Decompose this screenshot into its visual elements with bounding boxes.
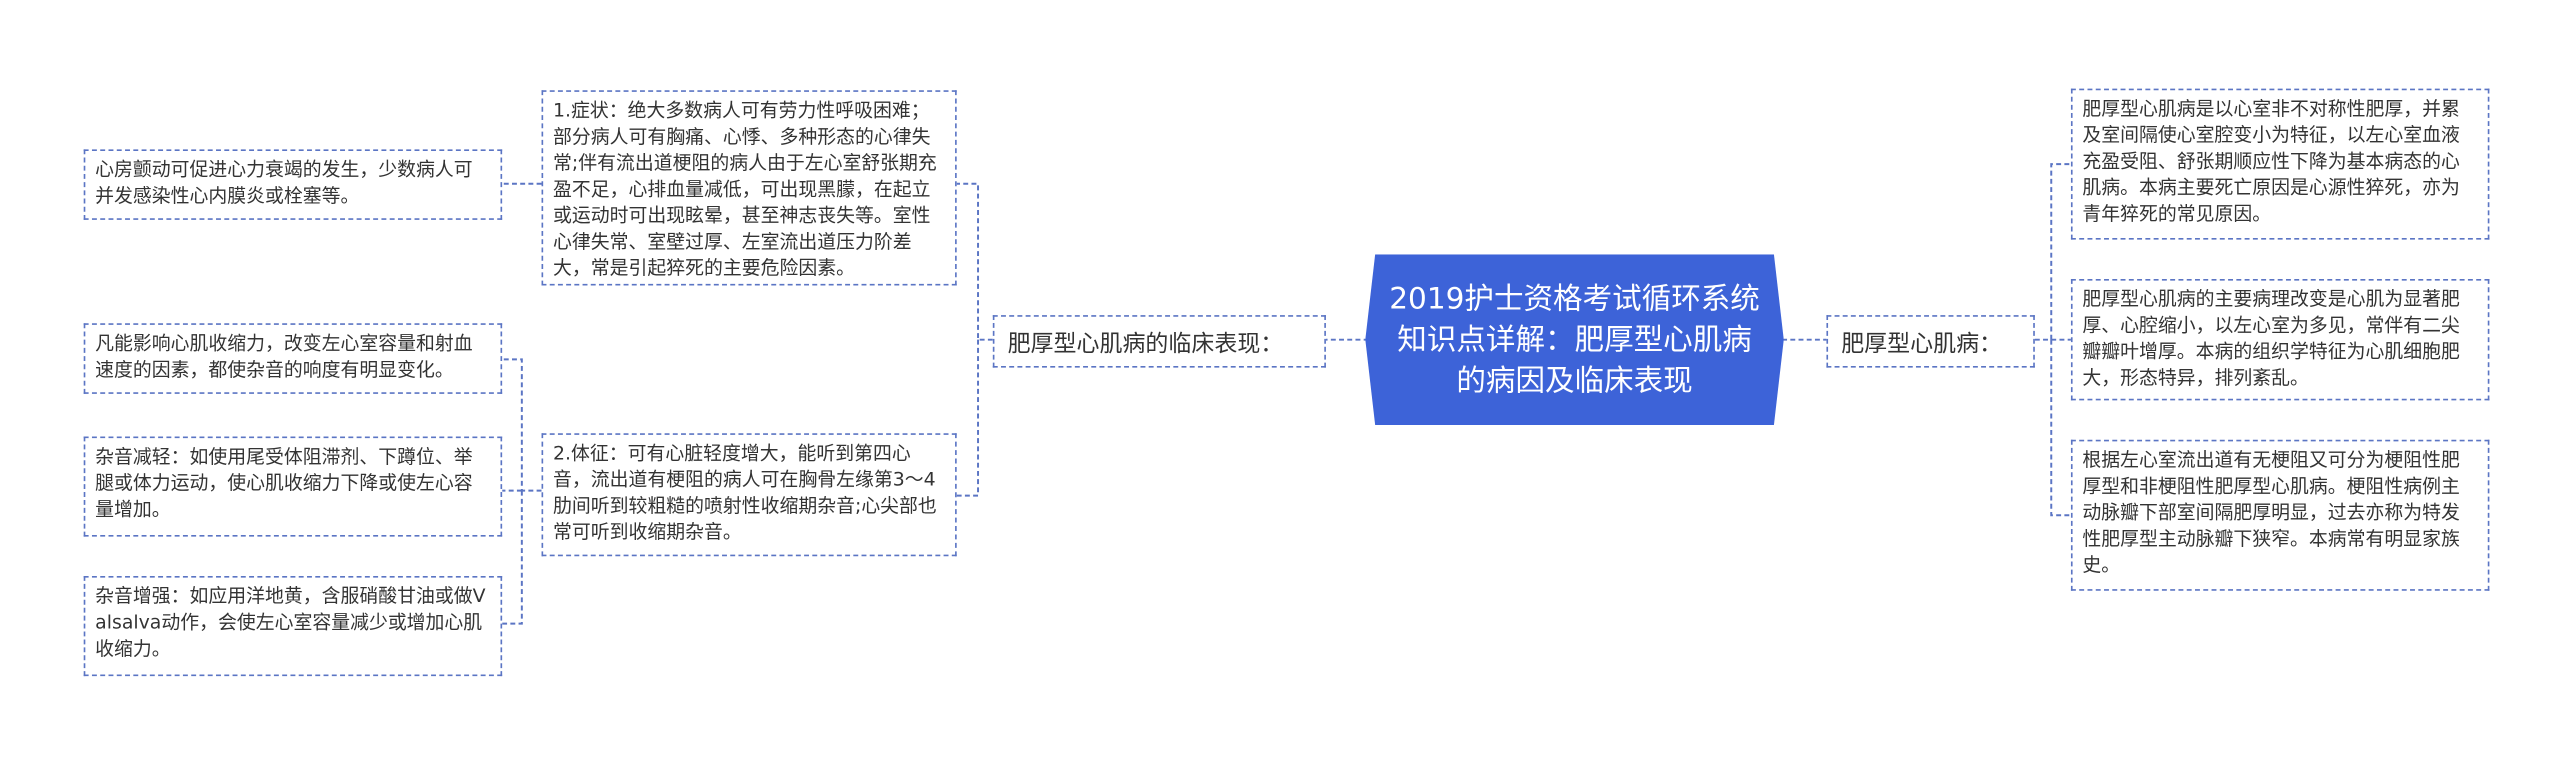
branch-label: 肥厚型心肌病的临床表现： (1007, 331, 1284, 358)
node-murmur-increase[interactable]: 杂音增强：如应用洋地黄，含服硝酸甘油或做Valsalva动作，会使左心室容量减少… (83, 575, 503, 677)
root-title: 2019护士资格考试循环系统知识点详解：肥厚型心肌病的病因及临床表现 (1389, 281, 1760, 398)
node-text: 凡能影响心肌收缩力，改变左心室容量和射血速度的因素，都使杂音的响度有明显变化。 (95, 331, 473, 381)
node-murmur-factors[interactable]: 凡能影响心肌收缩力，改变左心室容量和射血速度的因素，都使杂音的响度有明显变化。 (83, 323, 503, 394)
connector-signs (502, 358, 542, 625)
node-text: 1.症状：绝大多数病人可有劳力性呼吸困难；部分病人可有胸痛、心悸、多种形态的心律… (553, 98, 937, 279)
branch-label: 肥厚型心肌病： (1841, 331, 2003, 358)
branch-hcm-overview[interactable]: 肥厚型心肌病： (1826, 315, 2035, 368)
node-text: 肥厚型心肌病是以心室非不对称性肥厚，并累及室间隔使心室腔变小为特征，以左心室血液… (2082, 96, 2460, 225)
node-text: 根据左心室流出道有无梗阻又可分为梗阻性肥厚型和非梗阻性肥厚型心肌病。梗阻性病例主… (2082, 447, 2460, 576)
connector-left-branch (956, 182, 993, 497)
node-hcm-classification[interactable]: 根据左心室流出道有无梗阻又可分为梗阻性肥厚型和非梗阻性肥厚型心肌病。梗阻性病例主… (2070, 439, 2490, 591)
node-symptoms[interactable]: 1.症状：绝大多数病人可有劳力性呼吸困难；部分病人可有胸痛、心悸、多种形态的心律… (541, 90, 957, 286)
node-signs[interactable]: 2.体征：可有心脏轻度增大，能听到第四心音，流出道有梗阻的病人可在胸骨左缘第3～… (541, 433, 957, 557)
root-node[interactable]: 2019护士资格考试循环系统知识点详解：肥厚型心肌病的病因及临床表现 (1365, 254, 1784, 426)
node-text: 杂音减轻：如使用尾受体阻滞剂、下蹲位、举腿或体力运动，使心肌收缩力下降或使左心容… (95, 444, 473, 521)
node-text: 心房颤动可促进心力衰竭的发生，少数病人可并发感染性心内膜炎或栓塞等。 (95, 157, 473, 207)
node-atrial-fibrillation[interactable]: 心房颤动可促进心力衰竭的发生，少数病人可并发感染性心内膜炎或栓塞等。 (83, 149, 503, 220)
node-text: 杂音增强：如应用洋地黄，含服硝酸甘油或做Valsalva动作，会使左心室容量减少… (95, 584, 486, 660)
node-text: 2.体征：可有心脏轻度增大，能听到第四心音，流出道有梗阻的病人可在胸骨左缘第3～… (553, 441, 937, 544)
connector-right-branch (2034, 163, 2071, 517)
node-hcm-pathology[interactable]: 肥厚型心肌病的主要病理改变是心肌为显著肥厚、心腔缩小，以左心室为多见，常伴有二尖… (2070, 278, 2490, 401)
node-hcm-definition[interactable]: 肥厚型心肌病是以心室非不对称性肥厚，并累及室间隔使心室腔变小为特征，以左心室血液… (2070, 88, 2490, 240)
root-node-shape (1365, 254, 1784, 426)
branch-clinical-manifestations[interactable]: 肥厚型心肌病的临床表现： (992, 315, 1326, 368)
node-murmur-decrease[interactable]: 杂音减轻：如使用尾受体阻滞剂、下蹲位、举腿或体力运动，使心肌收缩力下降或使左心容… (83, 436, 503, 537)
node-text: 肥厚型心肌病的主要病理改变是心肌为显著肥厚、心腔缩小，以左心室为多见，常伴有二尖… (2082, 287, 2460, 389)
